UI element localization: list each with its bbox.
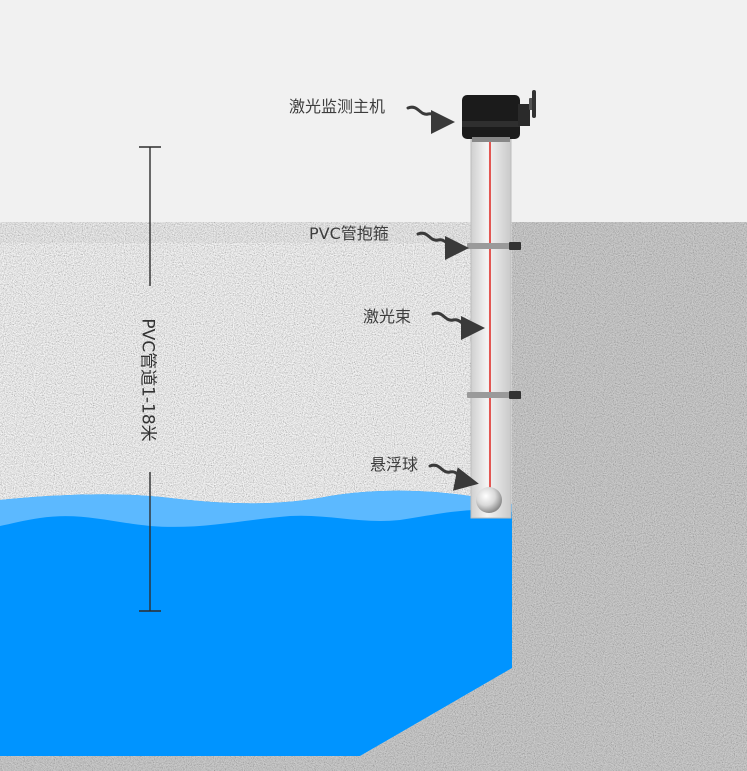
- pointer-arrow-icon: [431, 311, 485, 340]
- range-dimension: [139, 146, 161, 612]
- pipe-clamp-icon: [467, 391, 521, 399]
- float-ball-label: 悬浮球: [370, 455, 419, 474]
- pipe-range-label: PVC管道1-18米: [137, 318, 158, 442]
- ground-concrete: [0, 222, 747, 771]
- laser-beam-label: 激光束: [363, 307, 412, 326]
- float-ball-icon: [476, 487, 502, 513]
- pointer-arrow-icon: [428, 463, 479, 491]
- pipe-clamp-icon: [467, 242, 521, 250]
- pipe-clamp-label: PVC管抱箍: [309, 224, 389, 243]
- pointer-arrow-icon: [406, 105, 455, 134]
- sky-band: [0, 0, 747, 243]
- laser-host-label: 激光监测主机: [289, 97, 386, 116]
- pointer-arrow-icon: [416, 231, 469, 260]
- laser-host-icon: [462, 90, 536, 142]
- water-wave: [0, 490, 512, 527]
- water-body: [0, 490, 512, 756]
